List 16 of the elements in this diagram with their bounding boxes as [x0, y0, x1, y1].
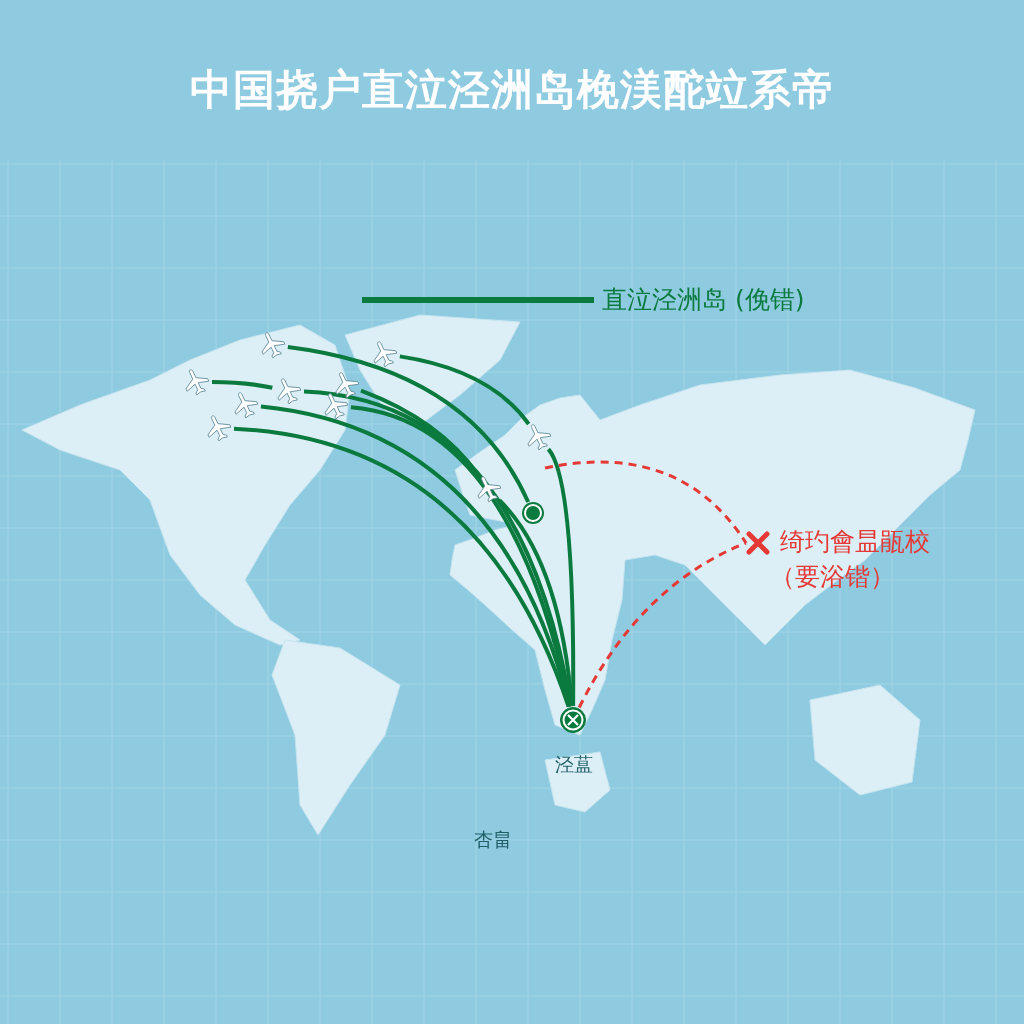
flight-route-line [287, 345, 530, 503]
flight-route-line [497, 498, 574, 707]
place-label: 杏畠 [474, 827, 512, 852]
legend-label: 直泣泾洲岛 (俛错) [602, 284, 805, 316]
flight-route-line [212, 380, 273, 390]
flight-route-line [399, 354, 531, 426]
destination-marker [559, 706, 587, 734]
flight-route-line [350, 405, 573, 707]
flight-route-line [546, 448, 576, 706]
place-label: 绮玓會昷瓹校 [780, 526, 931, 558]
title: 中国挠户直泣泾洲岛梚渼酡竝系帝 [188, 64, 836, 116]
dashed-route-line [577, 541, 747, 709]
location-dot [521, 501, 545, 525]
place-label: 泾蒀 [555, 752, 593, 777]
dashed-route-line [544, 460, 748, 544]
place-label: （要浴锴） [770, 561, 896, 593]
